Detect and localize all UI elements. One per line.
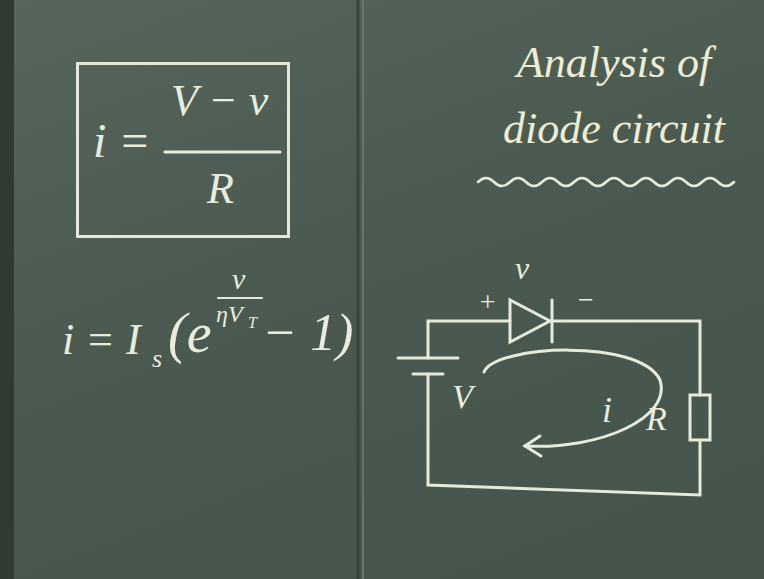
board-seam bbox=[357, 0, 360, 579]
wavy-underline bbox=[478, 178, 734, 186]
exponent-text: ηV bbox=[216, 302, 243, 326]
board-edge bbox=[0, 0, 14, 579]
board-title: Analysis of diode circuit bbox=[472, 30, 756, 162]
formula-text: − 1) bbox=[262, 307, 353, 359]
subscript-text: s bbox=[152, 346, 162, 372]
denominator-text: R bbox=[207, 167, 234, 211]
diode-symbol bbox=[510, 300, 550, 342]
formula-text: i = bbox=[93, 117, 151, 165]
wire bbox=[428, 374, 700, 495]
formula-text: i = I bbox=[62, 318, 141, 362]
resistor-label: R bbox=[646, 402, 667, 436]
subscript-text: T bbox=[248, 315, 257, 331]
fraction-bar bbox=[218, 297, 262, 299]
exponent-text: v bbox=[232, 264, 245, 294]
boxed-formula: i = V − v R bbox=[76, 62, 290, 238]
voltage-label: v bbox=[515, 252, 529, 284]
polarity-sign: + bbox=[478, 288, 497, 316]
current-loop bbox=[484, 350, 661, 446]
board-seam bbox=[362, 0, 364, 579]
battery-plate bbox=[398, 357, 458, 360]
formula-text: (e bbox=[168, 305, 212, 361]
fraction-bar bbox=[165, 151, 280, 154]
polarity-sign: − bbox=[576, 286, 595, 314]
numerator-text: V − v bbox=[171, 79, 268, 123]
wire bbox=[428, 321, 510, 358]
arrow-head bbox=[525, 436, 541, 456]
resistor-symbol bbox=[690, 395, 710, 440]
source-label: V bbox=[452, 380, 473, 414]
current-label: i bbox=[602, 392, 612, 428]
